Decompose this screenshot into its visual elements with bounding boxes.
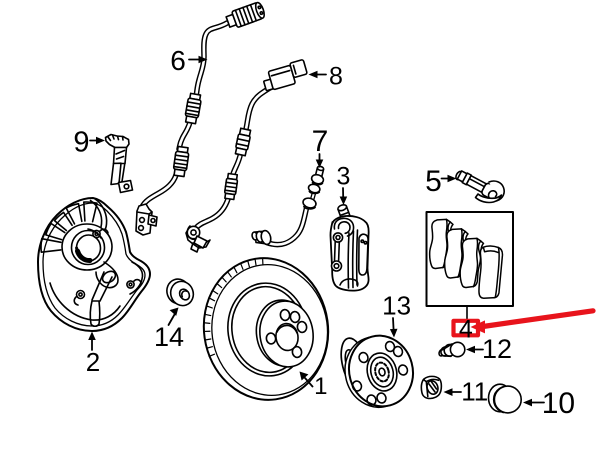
svg-text:10: 10 xyxy=(542,387,575,420)
svg-text:6: 6 xyxy=(170,45,186,76)
svg-text:7: 7 xyxy=(312,125,329,158)
svg-text:5: 5 xyxy=(425,165,442,198)
svg-text:3: 3 xyxy=(337,163,351,191)
svg-text:14: 14 xyxy=(154,322,184,352)
svg-text:8: 8 xyxy=(329,63,343,91)
svg-text:9: 9 xyxy=(73,127,89,159)
svg-text:2: 2 xyxy=(86,347,100,377)
svg-text:12: 12 xyxy=(482,334,512,364)
svg-text:4: 4 xyxy=(459,316,473,344)
svg-text:11: 11 xyxy=(461,377,488,407)
svg-text:13: 13 xyxy=(382,291,411,321)
svg-text:1: 1 xyxy=(314,373,327,400)
